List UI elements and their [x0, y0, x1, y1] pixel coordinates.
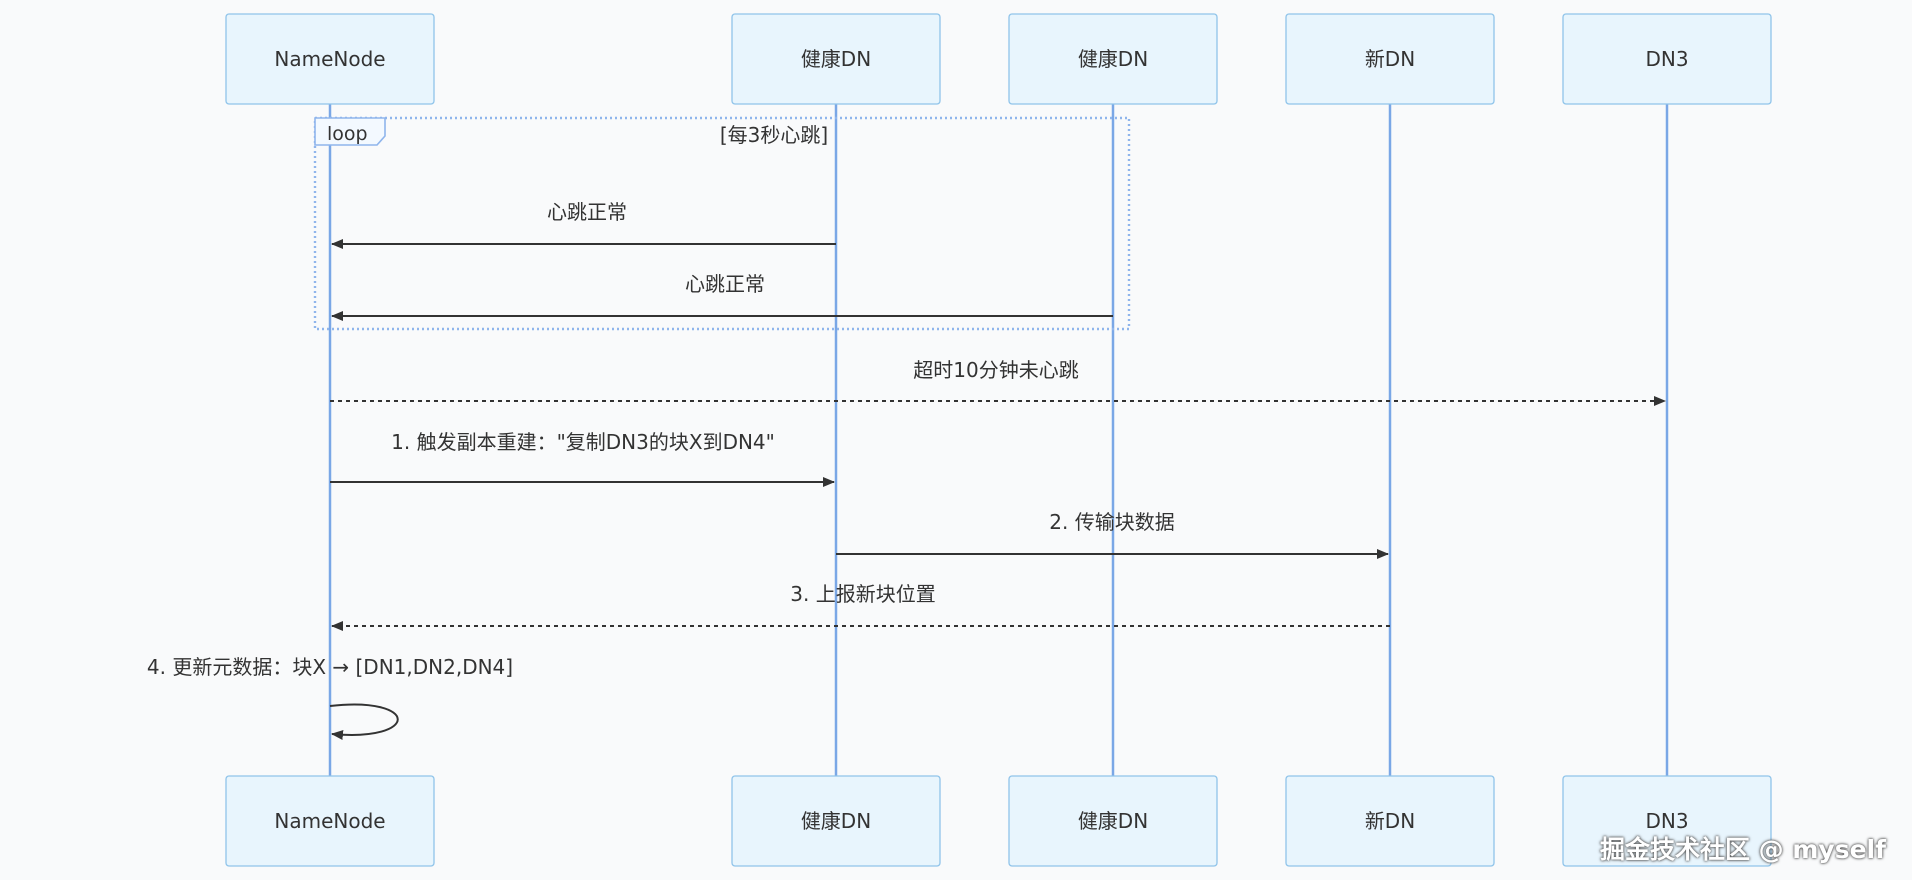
message-trigger-rebuild: 1. 触发副本重建："复制DN3的块X到DN4": [330, 430, 835, 487]
actor-namenode-top: NameNode: [225, 13, 435, 105]
message-label: 4. 更新元数据：块X → [DN1,DN2,DN4]: [147, 655, 513, 679]
actors-top: NameNode 健康DN 健康DN 新DN DN3: [225, 13, 1772, 105]
message-heartbeat-1: 心跳正常: [331, 200, 836, 249]
message-label: 心跳正常: [547, 200, 627, 224]
actor-dn-healthy-1-top: 健康DN: [731, 13, 941, 105]
actor-label: 健康DN: [801, 809, 871, 833]
actor-label: NameNode: [274, 47, 385, 71]
loop-tag-box: [314, 117, 386, 146]
messages: 心跳正常 心跳正常 超时10分钟未心跳 1. 触发副本重建："复制DN3的块X到…: [147, 200, 1666, 740]
message-report-location: 3. 上报新块位置: [331, 582, 1390, 631]
message-transfer-block: 2. 传输块数据: [836, 510, 1389, 559]
message-update-metadata: 4. 更新元数据：块X → [DN1,DN2,DN4]: [147, 655, 513, 740]
loop-frame: loop [每3秒心跳]: [313, 116, 1131, 331]
message-label: 2. 传输块数据: [1049, 510, 1174, 534]
actor-label: 新DN: [1365, 809, 1415, 833]
message-label: 3. 上报新块位置: [790, 582, 935, 606]
actor-label: 健康DN: [801, 47, 871, 71]
actor-label: NameNode: [274, 809, 385, 833]
actor-dn-healthy-2-bottom: 健康DN: [1008, 775, 1218, 867]
actors-bottom: NameNode 健康DN 健康DN 新DN DN3: [225, 775, 1772, 867]
actor-label: DN3: [1645, 809, 1688, 833]
actor-dn-healthy-1-bottom: 健康DN: [731, 775, 941, 867]
loop-tag-label: loop: [327, 123, 368, 145]
actor-dn-new-top: 新DN: [1285, 13, 1495, 105]
message-label: 超时10分钟未心跳: [913, 358, 1078, 382]
watermark: 掘金技术社区 @ myself: [1599, 835, 1886, 864]
actor-namenode-bottom: NameNode: [225, 775, 435, 867]
message-label: 心跳正常: [685, 272, 765, 296]
actor-dn3-top: DN3: [1562, 13, 1772, 105]
actor-label: DN3: [1645, 47, 1688, 71]
self-message-arrow: [329, 703, 399, 740]
loop-condition: [每3秒心跳]: [720, 123, 828, 147]
actor-label: 健康DN: [1078, 47, 1148, 71]
actor-label: 健康DN: [1078, 809, 1148, 833]
actor-dn-healthy-2-top: 健康DN: [1008, 13, 1218, 105]
message-heartbeat-2: 心跳正常: [331, 272, 1113, 321]
actor-dn3-bottom: DN3: [1562, 775, 1772, 867]
actor-dn-new-bottom: 新DN: [1285, 775, 1495, 867]
lifelines: [328, 104, 1669, 776]
message-label: 1. 触发副本重建："复制DN3的块X到DN4": [391, 430, 775, 454]
actor-label: 新DN: [1365, 47, 1415, 71]
loop-frame-border: [313, 116, 1131, 331]
message-timeout: 超时10分钟未心跳: [330, 358, 1666, 406]
